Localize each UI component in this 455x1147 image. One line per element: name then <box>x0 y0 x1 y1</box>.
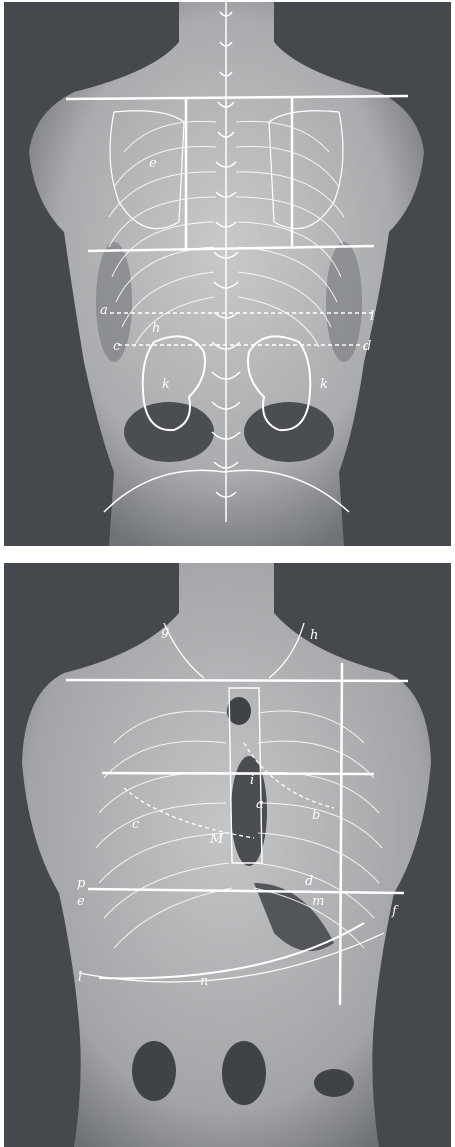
label-e: e <box>77 894 85 909</box>
label-a-left: a <box>100 303 108 318</box>
label-g: g <box>161 624 169 639</box>
back-view-illustration: a l c d e h k k <box>4 2 451 546</box>
label-d: d <box>305 874 313 889</box>
right-lumbar-shadow <box>244 402 334 462</box>
label-p: p <box>77 876 86 891</box>
label-l: l <box>78 970 82 985</box>
label-n: n <box>200 974 208 989</box>
label-b: b <box>312 808 320 823</box>
label-d-right: d <box>363 339 371 354</box>
back-view-plate: a l c d e h k k <box>4 2 451 546</box>
label-c-left: c <box>113 339 121 354</box>
label-k-left: k <box>162 377 170 392</box>
label-m-small: m <box>312 894 324 909</box>
label-e: e <box>149 156 157 171</box>
right-abdominal-shadow <box>222 1041 266 1105</box>
nipple-line <box>102 773 374 774</box>
label-i: i <box>250 773 254 788</box>
left-abdominal-shadow <box>132 1041 176 1101</box>
left-lumbar-shadow <box>124 402 214 462</box>
label-a: a <box>256 797 264 812</box>
label-k-right: k <box>320 377 328 392</box>
label-m-capital: M <box>209 832 224 847</box>
front-view-illustration: g h i a b c M d p e m f l n <box>4 563 451 1147</box>
clavicle-line <box>66 680 408 681</box>
label-h: h <box>152 321 160 336</box>
label-a-right: l <box>370 309 374 324</box>
label-h: h <box>310 628 318 643</box>
sternal-notch-shadow <box>227 697 251 725</box>
navel-shadow <box>314 1069 354 1097</box>
front-view-plate: g h i a b c M d p e m f l n <box>4 563 451 1147</box>
label-c: c <box>132 817 140 832</box>
